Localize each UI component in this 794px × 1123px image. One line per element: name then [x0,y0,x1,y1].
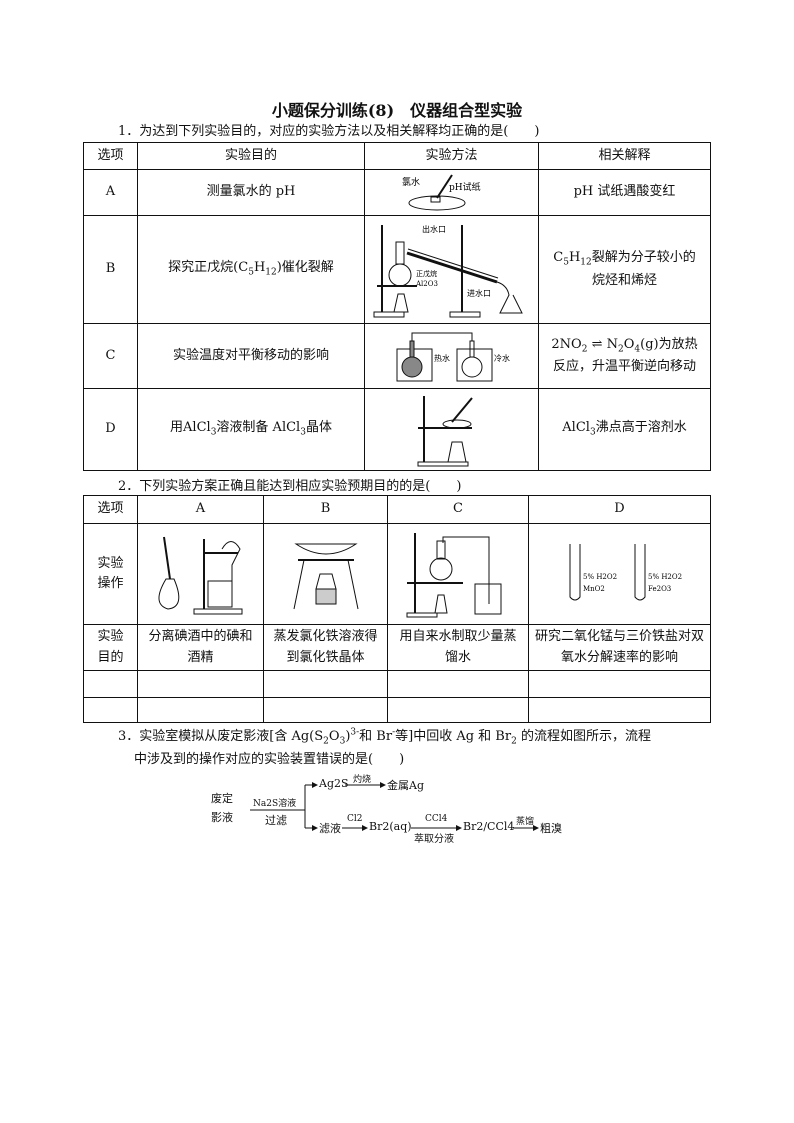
option-cell: B [83,215,138,324]
evaporation-apparatus [364,388,539,471]
label-fe2o3: Fe2O3 [648,585,671,593]
header-cell: A [137,495,264,524]
explain-cell: AlCl3沸点高于溶剂水 [538,388,711,471]
flow-metal-ag: 金属Ag [387,779,424,792]
question-1-table: 选项 实验目的 实验方法 相关解释 A 测量氯水的 pH 氯水 pH试纸 pH … [83,142,711,471]
flow-step1-op: 过滤 [265,814,287,827]
cracking-apparatus: 出水口 正戊烷 Al2O3 进水口 [364,215,539,324]
empty-row [83,670,711,698]
flow-cl2: Cl2 [347,814,363,824]
flow-br2-ccl4: Br2/CCl4 [463,820,515,833]
flow-step1-reagent: Na2S溶液 [253,799,297,809]
goal-cell: 蒸发氯化铁溶液得到氯化铁晶体 [263,624,388,671]
explain-cell: 2NO2 ⇌ N2O4(g)为放热反应，升温平衡逆向移动 [538,323,711,389]
header-cell: 实验方法 [364,142,539,170]
goal-cell: 用AlCl3溶液制备 AlCl3晶体 [137,388,365,471]
flow-start-line2: 影液 [211,811,233,824]
header-cell: 选项 [83,495,138,524]
question-1-stem: 1．为达到下列实验目的，对应的实验方法以及相关解释均正确的是( ) [118,124,540,139]
table-row: C 实验温度对平衡移动的影响 热水 冷水 2NO2 ⇌ N2O4(g)为放热反应… [83,323,711,389]
question-2-stem: 2．下列实验方案正确且能达到相应实验预期目的的是( ) [118,479,462,494]
label-water-out: 出水口 [422,224,446,234]
label-mno2: MnO2 [583,585,605,593]
equilibrium-apparatus: 热水 冷水 [364,323,539,389]
flow-distill: 蒸馏 [516,817,535,827]
flow-roast: 灼烧 [353,775,372,785]
flow-br2aq: Br2(aq) [369,820,412,833]
flow-extract: 萃取分液 [414,834,454,845]
table-header-row: 选项 实验目的 实验方法 相关解释 [83,142,711,170]
table-row-goal: 实验目的 分离碘酒中的碘和酒精 蒸发氯化铁溶液得到氯化铁晶体 用自来水制取少量蒸… [83,624,711,671]
flow-diagram: 废定 影液 Na2S溶液 过滤 Ag2S 灼烧 金属Ag 滤液 Cl2 Br2(… [195,770,585,845]
flow-ag2s: Ag2S [319,777,349,790]
goal-cell: 分离碘酒中的碘和酒精 [137,624,264,671]
row-label: 实验目的 [83,624,138,671]
header-cell: C [387,495,529,524]
label-h2o2-2: 5% H2O2 [648,573,682,581]
evaporating-dish-apparatus [263,523,388,625]
table-header-row: 选项 A B C D [83,495,711,524]
goal-cell: 实验温度对平衡移动的影响 [137,323,365,389]
goal-cell: 用自来水制取少量蒸馏水 [387,624,529,671]
question-3-stem-line2: 中涉及到的操作对应的实验装置错误的是( ) [134,752,405,767]
goal-cell: 探究正戊烷(C5H12)催化裂解 [137,215,365,324]
question-3-stem-line1: 3．实验室模拟从废定影液[含 Ag(S2O3)3-和 Br-等]中回收 Ag 和… [118,727,651,747]
option-cell: C [83,323,138,389]
flow-crude-bromine: 粗溴 [540,822,562,835]
label-cold-water: 冷水 [494,353,510,363]
header-cell: 选项 [83,142,138,170]
flow-filtrate: 滤液 [319,822,341,835]
goal-cell: 研究二氧化锰与三价铁盐对双氧水分解速率的影响 [528,624,711,671]
question-2-table: 选项 A B C D 实验操作 [83,495,711,723]
header-cell: 相关解释 [538,142,711,170]
flow-start-line1: 废定 [211,792,233,805]
table-row: A 测量氯水的 pH 氯水 pH试纸 pH 试纸遇酸变红 [83,169,711,216]
table-row: D 用AlCl3溶液制备 AlCl3晶体 AlCl3沸点高于溶剂水 [83,388,711,471]
ph-paper-apparatus: 氯水 pH试纸 [364,169,539,216]
separatory-funnel-apparatus [137,523,264,625]
label-hot-water: 热水 [434,353,450,363]
header-cell: B [263,495,388,524]
label-ph-paper: pH试纸 [449,181,481,193]
option-cell: A [83,169,138,216]
header-cell: D [528,495,711,524]
distillation-apparatus [387,523,529,625]
page-title: 小题保分训练(8) 仪器组合型实验 [271,101,523,120]
label-chlorine-water: 氯水 [402,176,420,188]
explain-cell: C5H12裂解为分子较小的烷烃和烯烃 [538,215,711,324]
goal-cell: 测量氯水的 pH [137,169,365,216]
header-cell: 实验目的 [137,142,365,170]
option-cell: D [83,388,138,471]
empty-row [83,697,711,723]
row-label: 实验操作 [83,523,138,625]
label-h2o2-1: 5% H2O2 [583,573,617,581]
table-row-operation: 实验操作 [83,523,711,625]
label-alumina: Al2O3 [415,280,438,288]
test-tubes-apparatus: 5% H2O2 MnO2 5% H2O2 Fe2O3 [528,523,711,625]
flow-ccl4: CCl4 [425,814,448,824]
explain-cell: pH 试纸遇酸变红 [538,169,711,216]
table-row: B 探究正戊烷(C5H12)催化裂解 出水口 正戊烷 [83,215,711,324]
label-water-in: 进水口 [467,288,491,298]
label-pentane: 正戊烷 [416,269,437,278]
